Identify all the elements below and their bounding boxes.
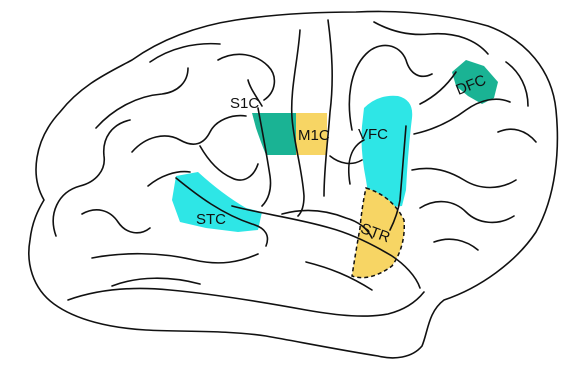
s1c-region: [252, 113, 296, 155]
temporal-lower-edge: [68, 288, 424, 316]
frontal-fold-9: [506, 62, 528, 106]
brain-outer-contour: [29, 12, 558, 358]
parietal-fold-3: [200, 146, 258, 180]
m1c-label: M1C: [298, 127, 330, 144]
frontal-fold-7: [434, 239, 478, 250]
frontal-fold-5: [412, 168, 516, 187]
brain-outline: [29, 12, 558, 358]
occipital-fold-2: [82, 210, 150, 233]
frontal-fold-6: [420, 202, 514, 223]
temporal-gyrus-line: [112, 278, 200, 286]
stc-label: STC: [196, 211, 226, 228]
parietal-fold-5: [150, 44, 220, 62]
mid-fold-1: [330, 156, 362, 163]
vfc-label: VFC: [358, 126, 388, 143]
parietal-fold-1: [132, 116, 246, 152]
frontal-fold-8: [498, 129, 536, 142]
frontal-fold-4: [414, 99, 510, 134]
s1c-label: S1C: [230, 95, 259, 112]
occipital-fold-3: [96, 68, 188, 128]
region-patches: [172, 60, 498, 278]
occipital-fold-1: [53, 120, 130, 236]
inferior-temporal-sulcus: [92, 254, 258, 263]
frontal-fold-2: [374, 22, 488, 54]
parietal-fold-4: [218, 54, 274, 100]
precentral-sulcus: [324, 20, 332, 196]
